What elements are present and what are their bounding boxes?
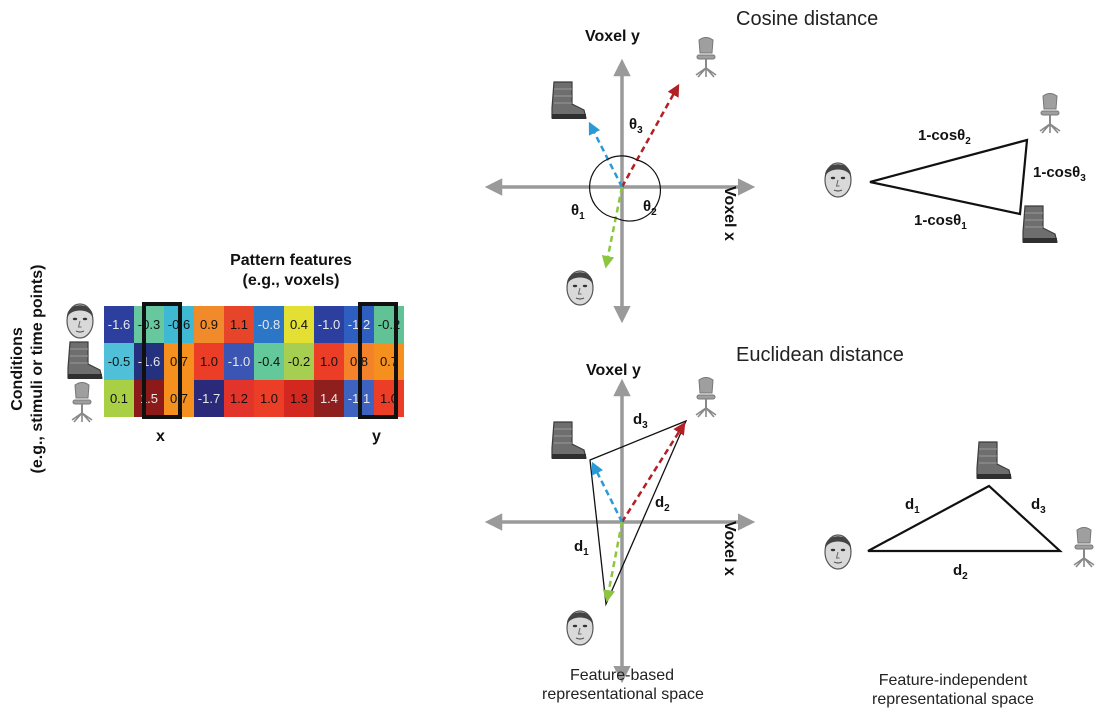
face-icon [566, 270, 594, 306]
matrix-cell: -0.2 [284, 343, 314, 380]
matrix-cell: -1.0 [224, 343, 254, 380]
matrix-cell: 0.4 [284, 306, 314, 343]
euclidean-d3-label: d3 [633, 411, 648, 431]
boot-icon [976, 441, 1012, 480]
euclidean-axes [484, 378, 756, 684]
chair-icon [71, 381, 93, 423]
cosine-axis-y-label: Voxel y [585, 28, 640, 45]
cosine-edge-top-label: 1-cosθ2 [918, 127, 971, 147]
boot-icon [67, 341, 103, 380]
matrix-cell: 1.5 [134, 380, 164, 417]
matrix-cell: -0.4 [254, 343, 284, 380]
chair-vector-cosine [620, 83, 680, 188]
conditions-label-line1: Conditions [9, 327, 26, 411]
matrix-cell: -0.8 [254, 306, 284, 343]
pattern-features-title-line1: Pattern features [230, 252, 352, 269]
theta2-label: θ2 [643, 198, 657, 218]
feature-independent-caption-line2: representational space [872, 691, 1034, 708]
matrix-cell: 1.0 [314, 343, 344, 380]
boot-icon [551, 421, 587, 460]
matrix-cell: 1.0 [194, 343, 224, 380]
euclidean-axis-y-label: Voxel y [586, 362, 641, 379]
face-icon [824, 534, 852, 570]
feature-independent-caption-line1: Feature-independent [878, 672, 1028, 689]
cosine-axis-x-label: Voxel x [721, 186, 738, 241]
triangle-d1-label: d1 [905, 496, 920, 516]
triangle-d2-label: d2 [953, 562, 968, 582]
boot-vector-cosine [588, 121, 624, 188]
matrix-cell: 0.9 [194, 306, 224, 343]
feature-based-caption: Feature-based representational space [542, 666, 704, 704]
theta3-label: θ3 [629, 116, 643, 136]
cosine-edge-bottom-label: 1-cosθ1 [914, 212, 967, 232]
matrix-cell: 1.2 [224, 380, 254, 417]
euclidean-distance-title: Euclidean distance [736, 344, 904, 366]
chair-icon [1039, 92, 1061, 134]
matrix-cell: 0.1 [104, 380, 134, 417]
matrix-cell: 0.7 [374, 343, 404, 380]
face-vector-euclidean [602, 521, 624, 603]
chair-vector-euclidean [620, 421, 686, 523]
matrix-cell: 1.4 [314, 380, 344, 417]
cosine-angle-arcs [588, 155, 662, 222]
cosine-distance-triangle [869, 138, 1029, 216]
matrix-cell: 1.0 [254, 380, 284, 417]
chair-icon [695, 36, 717, 78]
boot-icon [1022, 205, 1058, 244]
matrix-cell: -1.0 [314, 306, 344, 343]
cosine-edge-right-label: 1-cosθ3 [1033, 164, 1086, 184]
triangle-d3-label: d3 [1031, 496, 1046, 516]
euclidean-triangle [589, 419, 688, 607]
matrix-cell: -1.6 [104, 306, 134, 343]
face-icon [566, 610, 594, 646]
column-y-highlight [358, 302, 398, 419]
column-x-highlight [142, 302, 182, 419]
euclidean-axis-x-label: Voxel x [721, 521, 738, 576]
feature-based-caption-line1: Feature-based [569, 667, 675, 684]
matrix-cell: 1.0 [374, 380, 404, 417]
euclidean-distance-triangle [867, 484, 1063, 553]
pattern-features-title-line2: (e.g., voxels) [242, 272, 340, 289]
euclidean-d2-label: d2 [655, 494, 670, 514]
theta1-label: θ1 [571, 202, 585, 222]
cosine-distance-title: Cosine distance [736, 8, 879, 30]
feature-based-caption-line2: representational space [542, 686, 704, 703]
pattern-features-title: Pattern features (e.g., voxels) [196, 251, 386, 291]
feature-independent-caption: Feature-independent representational spa… [853, 671, 1053, 709]
face-icon [66, 303, 94, 339]
euclidean-d1-label: d1 [574, 538, 589, 558]
column-x-label: x [156, 428, 165, 445]
matrix-cell: 1.1 [224, 306, 254, 343]
chair-icon [1073, 526, 1095, 568]
matrix-cell: -1.7 [194, 380, 224, 417]
matrix-cell: 1.3 [284, 380, 314, 417]
face-icon [824, 162, 852, 198]
face-vector-cosine [601, 186, 624, 269]
boot-icon [551, 81, 587, 120]
conditions-label: Conditions (e.g., stimuli or time points… [8, 239, 52, 499]
chair-icon [695, 376, 717, 418]
matrix-cell: -0.5 [104, 343, 134, 380]
conditions-label-line2: (e.g., stimuli or time points) [29, 264, 46, 474]
boot-vector-euclidean [591, 461, 624, 523]
column-y-label: y [372, 428, 381, 445]
